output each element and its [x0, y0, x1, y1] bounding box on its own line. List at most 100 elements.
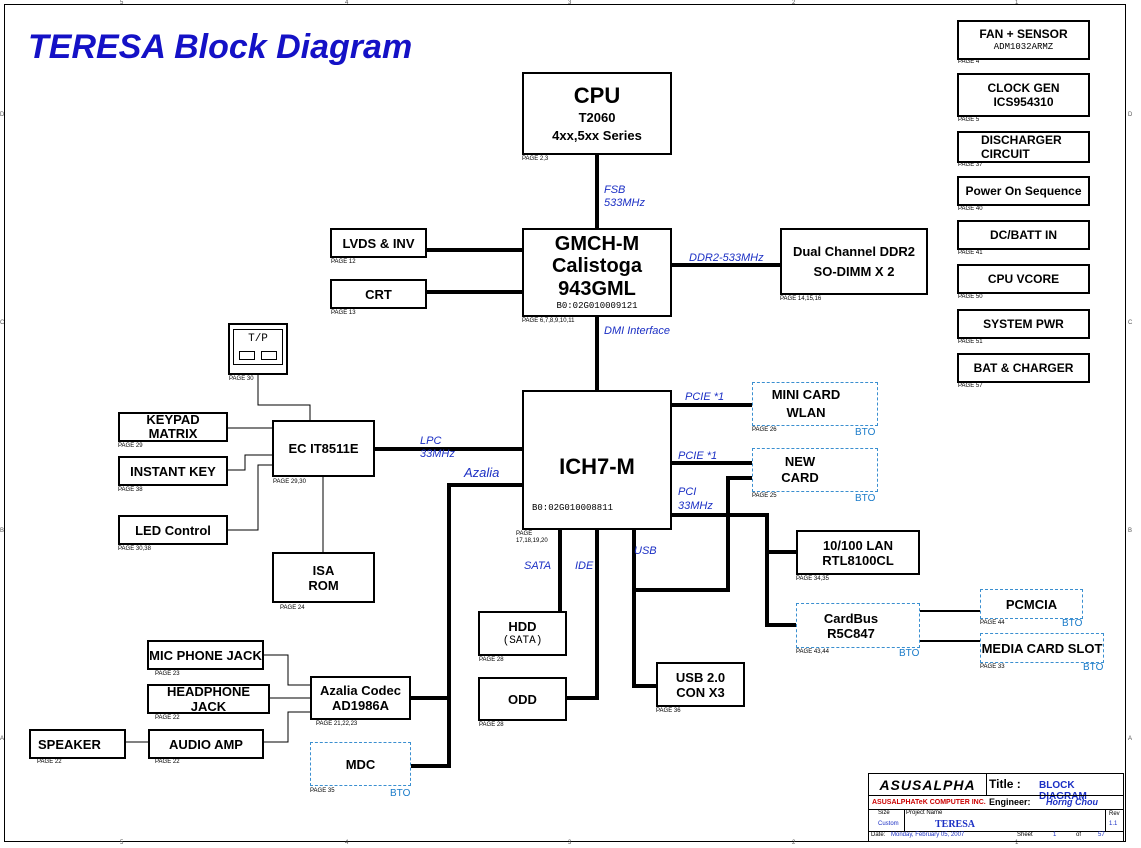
- cpu-series: 4xx,5xx Series: [552, 127, 642, 143]
- crt-label: CRT: [365, 286, 392, 302]
- border-tick: B: [1128, 528, 1133, 534]
- engineer-label: Engineer:: [989, 797, 1031, 807]
- border-tick: 1: [1015, 840, 1019, 846]
- row-divider: [869, 809, 1123, 810]
- isa-rom-line2: ROM: [308, 577, 339, 593]
- mdc-label: MDC: [345, 756, 376, 772]
- bto-tag: BTO: [855, 427, 876, 438]
- gmch-block: GMCH-M Calistoga 943GML B0:02G010009121: [522, 228, 672, 317]
- ich-code: B0:02G010008811: [532, 503, 614, 513]
- lan-block: 10/100 LAN RTL8100CL: [796, 530, 920, 575]
- company-logo: ASUSALPHA: [869, 774, 987, 796]
- border-tick: D: [0, 112, 5, 118]
- touchpad-left-button: [239, 351, 255, 360]
- cpu-block: CPU T2060 4xx,5xx Series: [522, 72, 672, 155]
- usb-con-line1: USB 2.0: [675, 669, 726, 685]
- cpu-vcore-block: CPU VCORE: [957, 264, 1090, 294]
- page-ref: PAGE 23: [155, 671, 180, 677]
- page-ref: PAGE 5: [958, 117, 980, 123]
- mic-jack-block: MIC PHONE JACK: [147, 640, 264, 670]
- lpc-speed: 33MHz: [420, 448, 455, 460]
- right-box-line1: BAT & CHARGER: [973, 361, 1074, 375]
- mini-card-block: MINI CARD WLAN: [752, 382, 878, 426]
- mini-card-line2: WLAN: [786, 405, 826, 420]
- ddr-block: Dual Channel DDR2 SO-DIMM X 2: [780, 228, 928, 295]
- usb-con-line2: CON X3: [676, 684, 725, 700]
- right-box-line1: CPU VCORE: [987, 272, 1060, 286]
- codec-line2: AD1986A: [331, 698, 390, 713]
- right-box-line1: Power On Sequence: [965, 184, 1082, 198]
- page-ref: PAGE 22: [155, 715, 180, 721]
- keypad-line2: MATRIX: [148, 426, 198, 441]
- touchpad-block: T/P: [228, 323, 288, 375]
- title-label: Title :: [989, 777, 1021, 791]
- rev-value: 1.1: [1109, 821, 1118, 827]
- bat-charger-block: BAT & CHARGER: [957, 353, 1090, 383]
- gmch-line2: Calistoga: [551, 255, 643, 277]
- cardbus-line2: R5C847: [827, 625, 875, 641]
- of-label: of: [1076, 832, 1082, 838]
- media-card-slot-block: MEDIA CARD SLOT: [980, 633, 1104, 663]
- row-divider: [869, 831, 1123, 832]
- sheet-value: 1: [1053, 832, 1057, 838]
- project-value: TERESA: [935, 819, 976, 830]
- page-ref: PAGE 37: [958, 162, 983, 168]
- project-label: Project Name: [906, 810, 943, 816]
- headphone-jack-label: HEADPHONE JACK: [166, 684, 251, 714]
- border-tick: 4: [345, 0, 349, 6]
- ich-block: ICH7-M B0:02G010008811: [522, 390, 672, 530]
- led-control-block: LED Control: [118, 515, 228, 545]
- headphone-jack-block: HEADPHONE JACK: [147, 684, 270, 714]
- right-box-line2: ADM1032ARMZ: [993, 42, 1054, 52]
- page-ref: PAGE 51: [958, 339, 983, 345]
- page-ref: PAGE 14,15,16: [780, 296, 822, 302]
- cpu-model: T2060: [578, 109, 616, 125]
- col-divider: [904, 809, 905, 831]
- led-control-label: LED Control: [135, 522, 211, 538]
- ec-label: EC IT8511E: [288, 441, 359, 456]
- sheet-label: Sheet: [1017, 832, 1033, 838]
- pcie2-label: PCIE *1: [678, 450, 718, 462]
- bto-tag: BTO: [1062, 618, 1083, 629]
- right-box-line2: ICS954310: [993, 95, 1054, 109]
- ddr-link-label: DDR2-533MHz: [689, 252, 764, 264]
- page-ref: PAGE 21,22,23: [316, 721, 358, 727]
- lvds-block: LVDS & INV: [330, 228, 427, 258]
- company-name: ASUSALPHATeK COMPUTER INC.: [872, 799, 986, 806]
- page-ref: PAGE 41: [958, 250, 983, 256]
- border-tick: D: [1128, 112, 1133, 118]
- mini-card-line1: MINI CARD: [771, 387, 841, 402]
- title-divider: [986, 795, 1123, 796]
- speaker-label: SPEAKER: [38, 736, 101, 752]
- crt-block: CRT: [330, 279, 427, 309]
- right-box-line1: CLOCK GEN: [987, 81, 1060, 95]
- cardbus-line1: CardBus: [823, 610, 879, 626]
- pci-label: PCI: [678, 486, 697, 498]
- bto-tag: BTO: [855, 493, 876, 504]
- mdc-block: MDC: [310, 742, 411, 786]
- date-value: Monday, February 05, 2007: [891, 832, 965, 838]
- border-tick: B: [0, 528, 5, 534]
- page-ref: PAGE 44: [980, 620, 1005, 626]
- page-ref: PAGE 4: [958, 59, 980, 65]
- fan-sensor-block: FAN + SENSOR ADM1032ARMZ: [957, 20, 1090, 60]
- dmi-label: DMI Interface: [604, 325, 671, 337]
- page-ref: PAGE 6,7,8,9,10,11: [522, 318, 575, 324]
- page-ref: PAGE 29,30: [273, 479, 306, 485]
- lan-line1: 10/100 LAN: [822, 537, 894, 553]
- right-box-line1: FAN + SENSOR: [979, 27, 1068, 41]
- isa-rom-block: ISA ROM: [272, 552, 375, 603]
- page-ref: PAGE 30: [229, 376, 254, 382]
- audio-amp-label: AUDIO AMP: [169, 736, 243, 752]
- border-tick: A: [1128, 736, 1133, 742]
- page-ref: PAGE 17,18,19,20: [516, 531, 548, 544]
- hdd-line1: HDD: [508, 618, 537, 634]
- azalia-label: Azalia: [464, 465, 500, 480]
- lan-line2: RTL8100CL: [822, 552, 894, 568]
- pcmcia-label: PCMCIA: [1005, 596, 1058, 612]
- page-ref: PAGE 43,44: [796, 649, 829, 655]
- page-ref: PAGE 26: [752, 427, 777, 433]
- border-tick: 5: [120, 0, 124, 6]
- col-divider: [1105, 809, 1106, 831]
